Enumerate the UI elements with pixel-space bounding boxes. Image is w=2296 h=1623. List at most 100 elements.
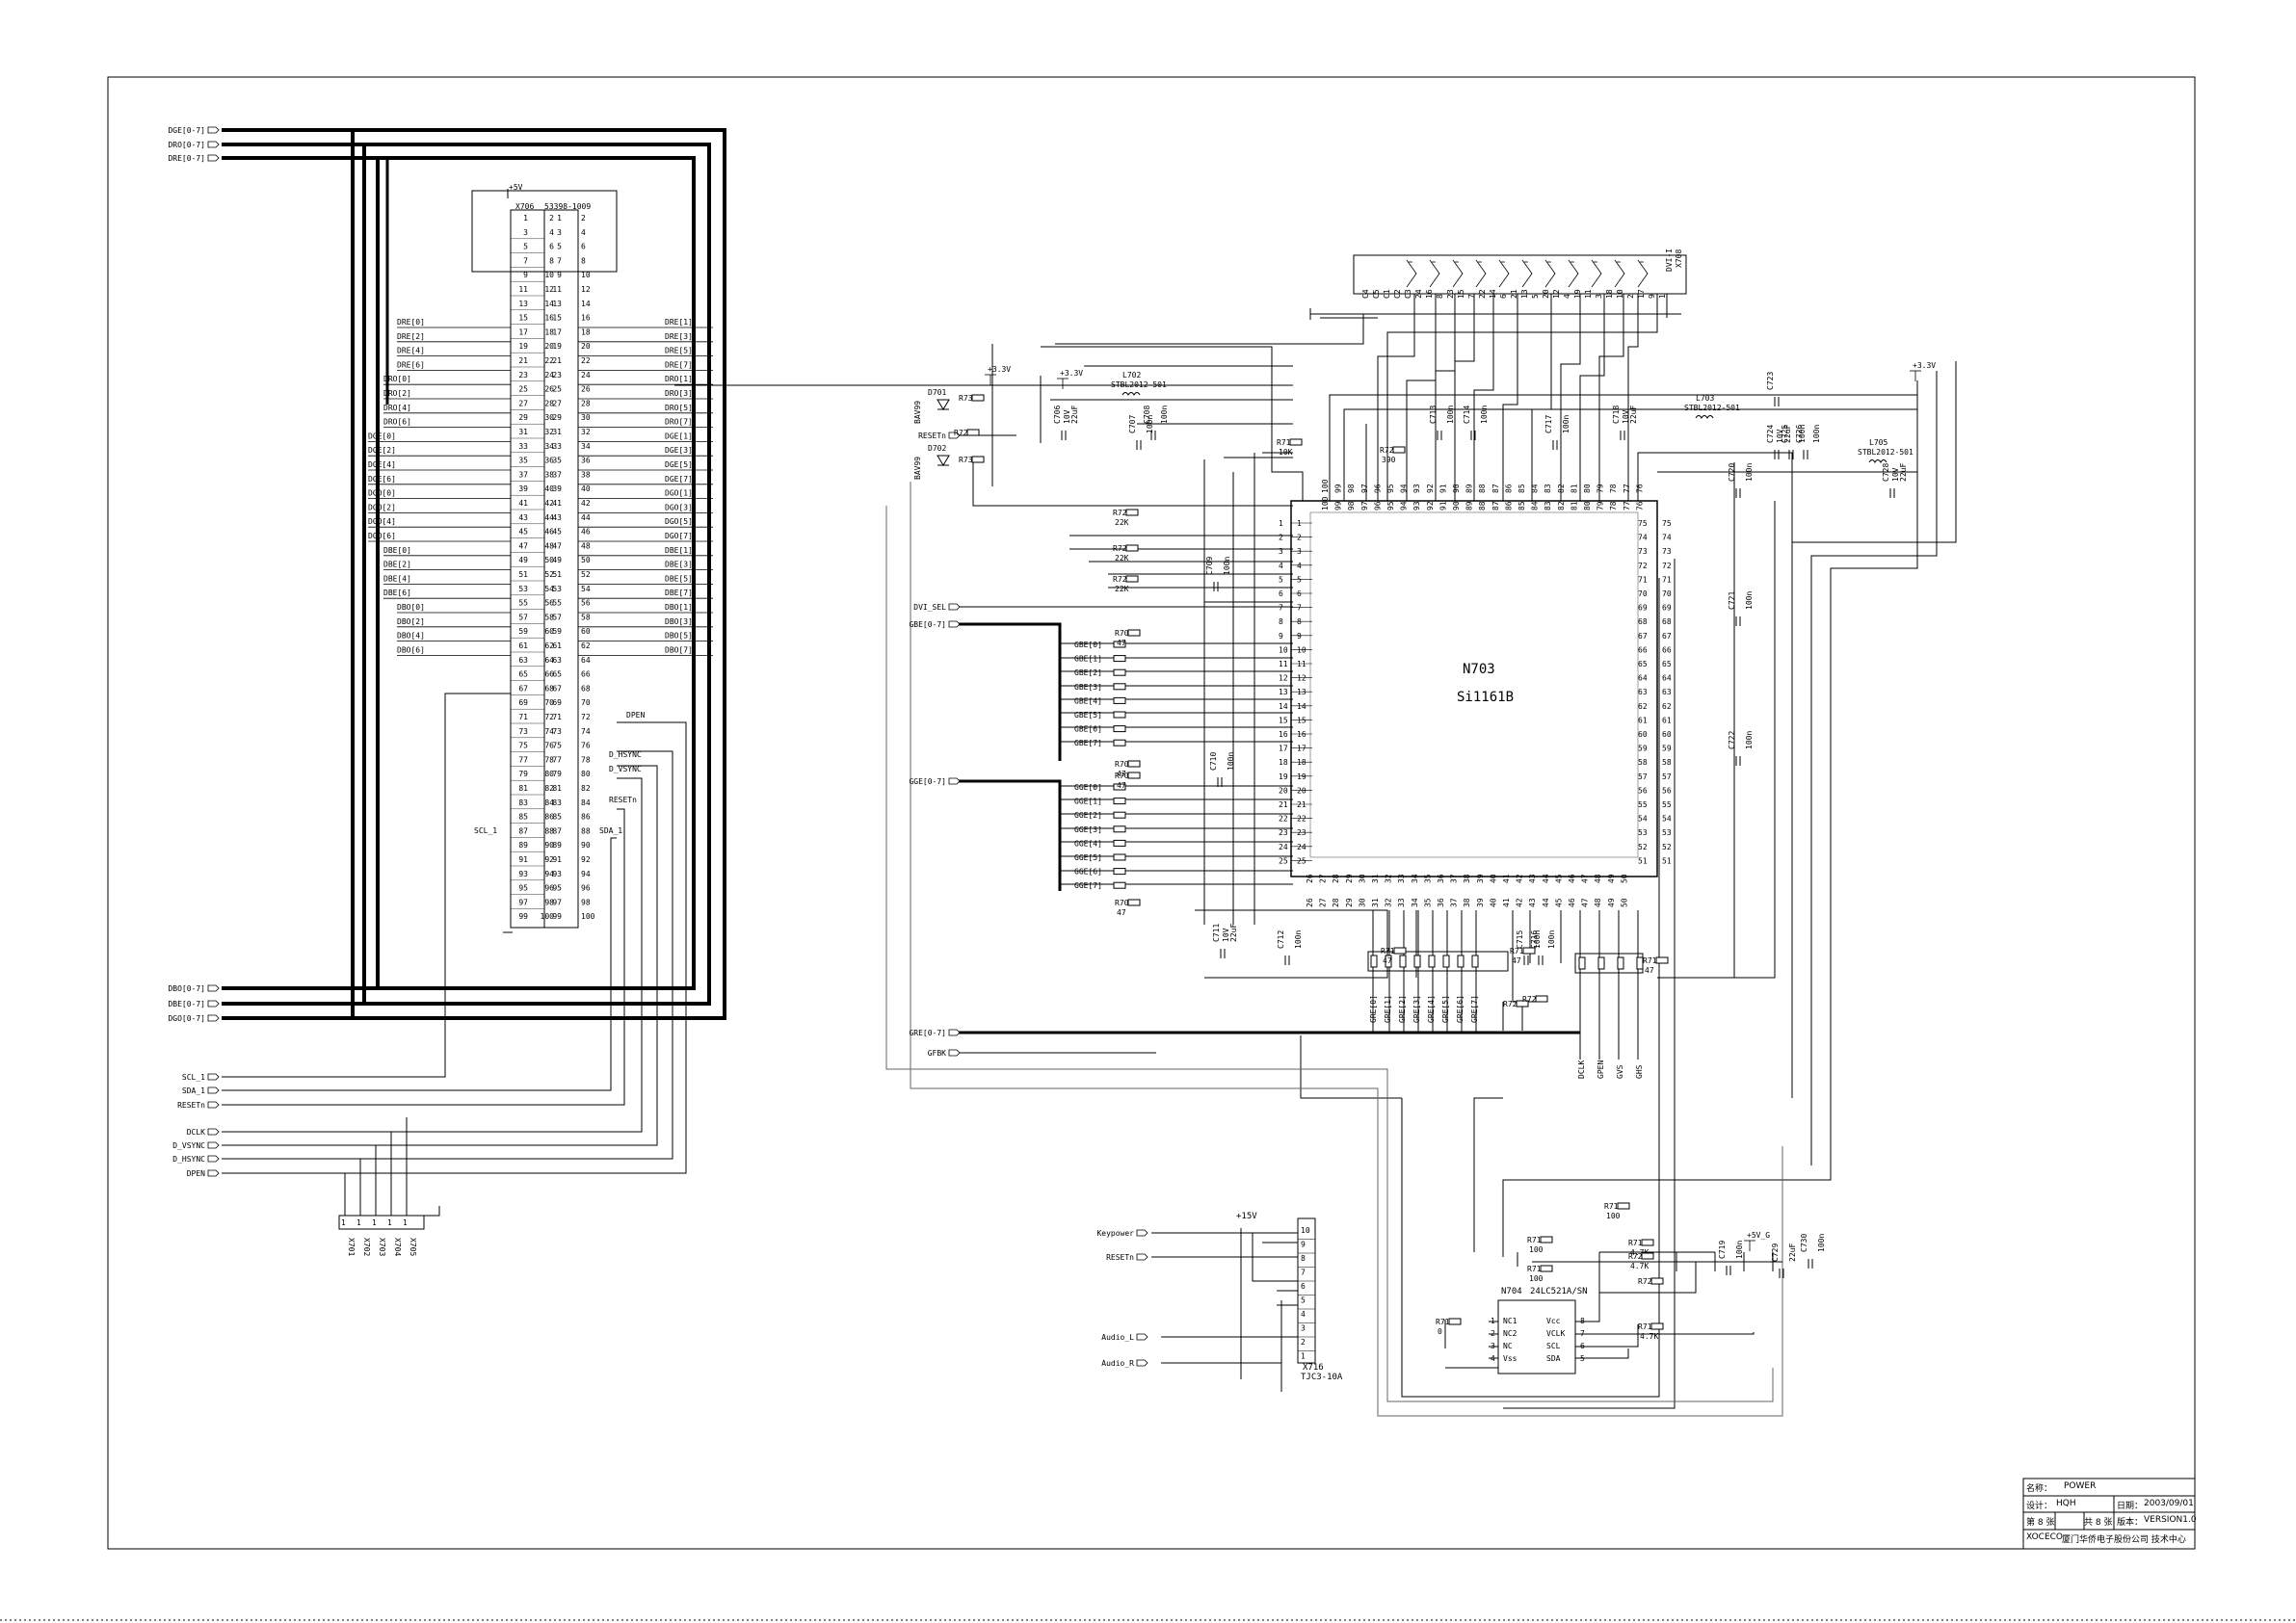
x706-pin-mirror-38: 38 [544,470,554,479]
gre-label-0: GRE[0] [1369,995,1378,1023]
x706-pin-44: 44 [581,513,591,522]
inductor-part-L705: STBL2012-501 [1858,448,1913,457]
bus-label-right-6: DRO[5] [665,404,693,412]
n703-pin-right-in-69: 69 [1638,604,1648,613]
capacitor-value-C712: 100n [1294,930,1303,949]
gre-resistor-1 [1385,955,1392,968]
vsync-wire [222,765,658,1146]
x706-pin-76: 76 [581,742,591,750]
n703-pin-left-20: 20 [1279,786,1288,795]
n703-pin-top-out-94: 94 [1400,484,1409,493]
n703-pin-bottom-50: 50 [1620,874,1628,883]
dvi-pin-13: 6 [1499,294,1508,299]
left-port-1-tab [207,141,220,148]
x706-pin-43: 43 [518,513,528,522]
reset-wire [222,808,625,1106]
bus-label-right-18: DBE[5] [665,574,693,583]
capacitor-C725: C725 [1781,425,1789,443]
x706-pin-mirror-39: 39 [552,484,562,493]
x706-pin-mirror-99: 99 [552,912,562,921]
x706-pin-51: 51 [518,570,528,579]
name-label: 名称： [2026,1484,2053,1494]
resistor-R728: R728 [1503,1000,1521,1008]
bus-label-left-13: DGO[2] [368,503,396,511]
inductor-symbol-L705 [1868,459,1887,463]
capacitor-symbol-C719 [1726,1266,1731,1275]
x706-pin-94: 94 [581,870,591,878]
capacitor-C706: C706 [1053,406,1062,424]
x706-pin-mirror-82: 82 [544,784,554,793]
left-port-12-tab [207,1169,220,1177]
x706-pin-22: 22 [581,356,591,365]
x706-pin-20: 20 [581,342,591,351]
resistor-R706: R706 [1115,629,1133,638]
x706-pin-mirror-60: 60 [544,627,554,636]
n703-pin-left-10: 10 [1279,645,1288,654]
capacitor-value-C724: 22uF [1783,425,1792,443]
n703-pin-top-76: 76 [1635,501,1644,510]
resistor-symbol-R719 [1641,1239,1654,1246]
left-port-5: DGO[0-7] [168,1014,205,1023]
name-value: POWER [2064,1481,2097,1491]
capacitor-value-C710: 100n [1227,752,1235,771]
n703-pin-top-100: 100 [1321,496,1330,510]
n703-pin-left-16: 16 [1279,730,1288,739]
diode-part-D702: BAV99 [913,457,922,480]
x706-pin-mirror-75: 75 [552,742,562,750]
resistor-symbol-R717 [1655,956,1669,964]
connector-supply: +5V [509,183,523,192]
left-port-12: DPEN [187,1169,205,1178]
capacitor-C715: C715 [1516,930,1524,949]
n703-pin-left-25: 25 [1279,856,1288,865]
resistor-value-R724: 22K [1115,518,1129,527]
dvi-pin-1: C5 [1372,289,1381,299]
dvi-contact-6 [1544,259,1556,288]
n703-pin-right-in-67: 67 [1638,632,1648,641]
n703-pin-left-in-24: 24 [1297,843,1306,851]
capacitor-C717: C717 [1544,415,1553,433]
gre-resistor-7 [1471,955,1479,968]
n703-pin-right-53: 53 [1662,828,1672,837]
test-point-pin-3: 1 [387,1218,392,1227]
gbe-label-0: GBE[0] [1074,641,1102,649]
n703-pin-right-in-65: 65 [1638,660,1648,668]
n703-pin-bottom-out-31: 31 [1371,898,1380,907]
x706-pin-24: 24 [581,371,591,380]
main-port-5-tab [948,1049,961,1057]
n703-pin-right-in-57: 57 [1638,772,1648,781]
x706-pin-mirror-65: 65 [552,670,562,679]
capacitor-value-C714: 100n [1480,406,1489,424]
gre-resistor-2 [1399,955,1407,968]
n703-pin-right-58: 58 [1662,758,1672,767]
x706-pin-91: 91 [518,855,528,864]
x706-pin-90: 90 [581,841,591,850]
x706-pin-100: 100 [581,912,595,921]
n703-pin-top-79: 79 [1597,501,1605,510]
capacitor-symbol-C720 [1735,488,1741,498]
supply-2: +3.3V [1913,361,1936,370]
dvi-contact-8 [1591,259,1602,288]
bus-label-left-16: DBE[0] [383,546,411,555]
capacitor-value-C725: 100n [1798,425,1807,443]
x706-pin-52: 52 [581,570,591,579]
resistor-R709: R709 [1115,899,1133,907]
eeprom-pin-num-2: 2 [1491,1329,1495,1338]
left-port-10-tab [207,1141,220,1149]
bus-label-left-22: DBO[4] [397,632,425,641]
left-port-8: RESETn [177,1101,205,1110]
date-value: 2003/09/01 [2144,1499,2194,1508]
x706-pin-mirror-90: 90 [544,841,554,850]
n703-pin-bottom-out-33: 33 [1397,898,1406,907]
x706-pin-mirror-4: 4 [549,228,554,237]
n703-pin-left-in-20: 20 [1297,786,1306,795]
dvi-pin-11: 22 [1478,289,1487,299]
audio-pin-3: 3 [1301,1324,1306,1333]
x706-pin-mirror-40: 40 [544,484,554,493]
bus-label-left-19: DBE[6] [383,589,411,597]
ctrl-label-3: GHS [1635,1064,1644,1079]
n703-pin-right-in-63: 63 [1638,688,1648,696]
resistor-R722: R722 [1380,446,1398,455]
capacitor-voltage-C724: 10V [1776,429,1784,443]
